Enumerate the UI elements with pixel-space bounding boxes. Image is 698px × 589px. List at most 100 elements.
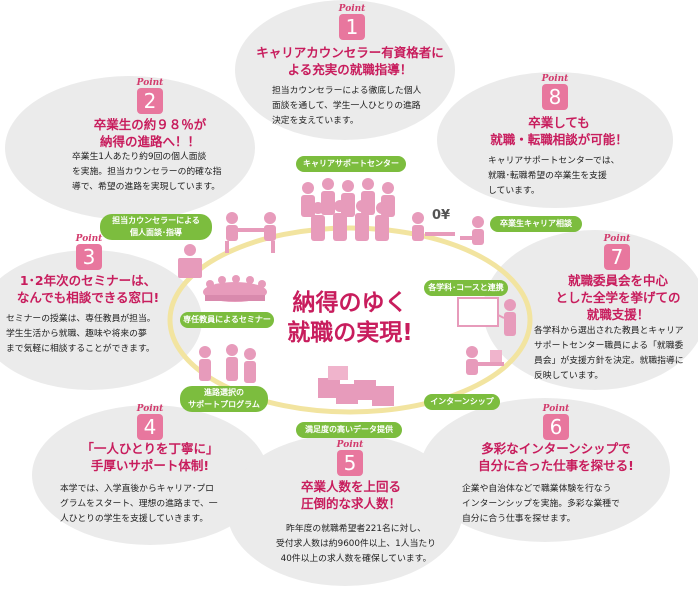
point-5-desc: 昨年度の就職希望者221名に対し、 受付求人数は約9600件以上、1人当たり 4… (258, 522, 454, 567)
point-4-desc-line1: 本学では、入学直後からキャリア･プロ (60, 484, 214, 494)
teacher-figure (178, 244, 202, 278)
point-8-desc-line3: しています。 (488, 186, 540, 196)
point-2-title-line1: 卒業生の約９８％が (93, 117, 207, 132)
presentation-figures (457, 297, 516, 336)
point-3-desc-line2: 学生生活から就職、趣味や将来の夢 (6, 329, 147, 339)
label-counselor: 担当カウンセラーによる 個人面談･指導 (100, 214, 212, 240)
point-8-badge: Point 8 (538, 74, 572, 110)
point-8-title-line1: 卒業しても (528, 115, 590, 130)
point-5-desc-line3: 40件以上の求人数を確保しています。 (280, 554, 432, 564)
point-1-word: Point (338, 4, 366, 14)
bubble-5 (227, 434, 463, 586)
bubble-2 (5, 76, 255, 220)
point-5-badge: Point 5 (333, 440, 367, 476)
point-4-word: Point (136, 404, 164, 414)
point-7-word: Point (603, 234, 631, 244)
point-2-desc-line1: 卒業生1人あたり約9回の個人面談 (72, 152, 207, 162)
point-4-title: 「一人ひとりを丁寧に」 手厚いサポート体制! (60, 440, 240, 474)
point-1-badge: Point 1 (335, 4, 369, 40)
point-4-title-line1: 「一人ひとりを丁寧に」 (81, 441, 219, 456)
point-5-title-line2: 圧倒的な求人数！ (300, 496, 401, 511)
point-1-title-line1: キャリアカウンセラー有資格者に (256, 45, 444, 60)
point-2-desc-line3: 導で、希望の進路を実現しています。 (72, 182, 221, 192)
point-1-number: 1 (339, 14, 365, 40)
seminar-figures (203, 275, 267, 302)
point-6-desc-line1: 企業や自治体などで職業体験を行なう (462, 484, 612, 494)
point-6-desc: 企業や自治体などで職業体験を行なう インターンシップを実施。多彩な業種で 自分に… (462, 482, 662, 527)
point-3-word: Point (75, 234, 103, 244)
point-7-badge: Point 7 (600, 234, 634, 270)
point-7-desc: 各学科から選出された教員とキャリア サポートセンター職員による「就職委 員会」が… (534, 324, 698, 384)
point-6-desc-line2: インターンシップを実施。多彩な業種で (462, 499, 620, 509)
label-program-line1: 進路選択の (204, 388, 244, 397)
point-7-title-line1: 就職委員会を中心 (567, 273, 668, 288)
point-8-number: 8 (542, 84, 568, 110)
point-7-title-line3: 就職支援！ (586, 307, 650, 322)
point-1-title: キャリアカウンセラー有資格者に よる充実の就職指導！ (230, 44, 470, 78)
point-6-badge: Point 6 (539, 404, 573, 440)
point-2-title: 卒業生の約９８％が 納得の進路へ！！ (60, 116, 240, 150)
point-8-title: 卒業しても 就職・転職相談が可能！ (474, 114, 644, 148)
center-title-line2: 就職の実現! (287, 320, 413, 346)
point-8-desc: キャリアサポートセンターでは、 就職･転職希望の卒業生を支援 しています。 (488, 154, 648, 199)
point-7-title: 就職委員会を中心 とした全学を挙げての 就職支援！ (540, 272, 696, 323)
bubble-3 (0, 250, 202, 390)
point-4-desc-line2: グラムをスタート、理想の進路まで、一 (60, 499, 218, 509)
point-5-title-line1: 卒業人数を上回る (300, 479, 401, 494)
point-5-desc-line2: 受付求人数は約9600件以上、1人当たり (276, 539, 436, 549)
point-1-desc: 担当カウンセラーによる徹底した個人 面談を通して、学生一人ひとりの進路 決定を支… (272, 84, 452, 129)
point-8-desc-line1: キャリアサポートセンターでは、 (488, 156, 620, 166)
point-2-desc: 卒業生1人あたり約9回の個人面談 を実施。担当カウンセラーの的確な指 導で、希望… (72, 150, 262, 195)
point-3-title-line2: なんでも相談できる窓口! (16, 290, 160, 305)
point-5-desc-line1: 昨年度の就職希望者221名に対し、 (286, 524, 426, 534)
point-3-badge: Point 3 (72, 234, 106, 270)
point-7-desc-line4: 反映しています。 (534, 371, 604, 381)
point-4-badge: Point 4 (133, 404, 167, 440)
label-dept: 各学科･コースと連携 (424, 280, 508, 296)
point-3-title: 1･2年次のセミナーは、 なんでも相談できる窓口! (2, 272, 174, 306)
center-ring (167, 225, 533, 415)
center-title: 納得のゆく 就職の実現! (255, 288, 445, 348)
point-3-desc-line3: まで気軽に相談することができます。 (6, 344, 155, 354)
point-8-desc-line2: 就職･転職希望の卒業生を支援 (488, 171, 607, 181)
point-4-desc-line3: 人ひとりの学生を支援していきます。 (60, 514, 209, 524)
point-8-title-line2: 就職・転職相談が可能！ (490, 132, 628, 147)
bubble-4 (32, 405, 268, 545)
label-alumni: 卒業生キャリア相談 (490, 216, 582, 232)
label-counselor-line2: 個人面談･指導 (130, 228, 182, 237)
point-2-number: 2 (137, 88, 163, 114)
bubble-1 (235, 0, 455, 140)
money-sign: 0¥ (432, 208, 451, 223)
alumni-figures (412, 212, 484, 245)
point-6-desc-line3: 自分に合う仕事を探せます。 (462, 514, 576, 524)
label-program-line2: サポートプログラム (188, 400, 260, 409)
point-5-word: Point (336, 440, 364, 450)
point-7-desc-line1: 各学科から選出された教員とキャリア (534, 326, 684, 336)
point-2-desc-line2: を実施。担当カウンセラーの的確な指 (72, 167, 222, 177)
point-4-desc: 本学では、入学直後からキャリア･プロ グラムをスタート、理想の進路まで、一 人ひ… (60, 482, 244, 527)
program-figures (199, 344, 256, 383)
data-boxes (318, 366, 394, 406)
point-1-desc-line3: 決定を支えています。 (272, 116, 359, 126)
label-internship: インターンシップ (424, 394, 500, 410)
point-3-number: 3 (76, 244, 102, 270)
bubble-6 (420, 398, 670, 542)
label-data: 満足度の高いデータ提供 (296, 422, 402, 438)
label-seminar: 専任教員によるセミナー (180, 312, 274, 328)
point-2-title-line2: 納得の進路へ！！ (99, 134, 200, 149)
point-6-word: Point (542, 404, 570, 414)
point-6-title-line2: 自分に合った仕事を探せる! (478, 458, 634, 473)
label-career-center: キャリアサポートセンター (296, 156, 406, 172)
center-title-line1: 納得のゆく (292, 290, 408, 316)
point-7-desc-line2: サポートセンター職員による「就職委 (534, 341, 684, 351)
point-2-badge: Point 2 (133, 78, 167, 114)
point-1-desc-line1: 担当カウンセラーによる徹底した個人 (272, 86, 422, 96)
internship-figures (466, 346, 504, 375)
point-4-number: 4 (137, 414, 163, 440)
counseling-figures (225, 212, 276, 253)
point-3-desc-line1: セミナーの授業は、専任教員が担当。 (6, 314, 156, 324)
point-8-word: Point (541, 74, 569, 84)
point-7-number: 7 (604, 244, 630, 270)
